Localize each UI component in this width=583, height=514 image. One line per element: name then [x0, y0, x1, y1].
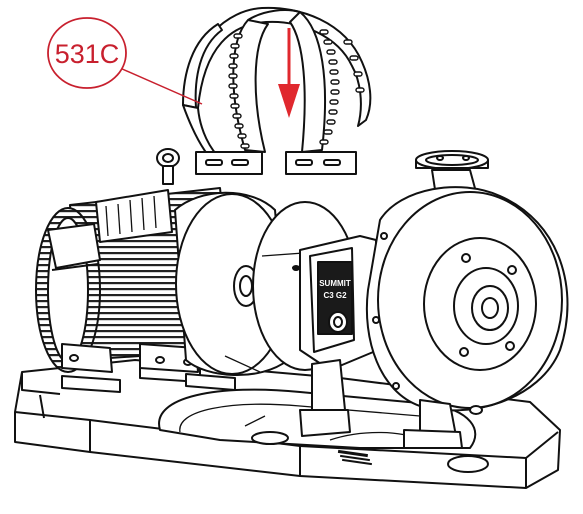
bearing-frame: [299, 235, 379, 437]
bearing-frame-nameplate: SUMMIT C3 G2: [319, 279, 351, 300]
callout-label: 531C: [55, 39, 120, 69]
callout-531c: 531C: [47, 17, 203, 105]
coupling-guard-band: [182, 6, 372, 175]
base-logo-mark: [337, 449, 372, 466]
pump-casing: [365, 150, 569, 449]
install-direction-arrow: [278, 28, 300, 118]
nameplate-line-1: SUMMIT: [319, 279, 351, 288]
nameplate-line-2: C3 G2: [323, 291, 347, 300]
lifting-eye: [156, 148, 180, 185]
